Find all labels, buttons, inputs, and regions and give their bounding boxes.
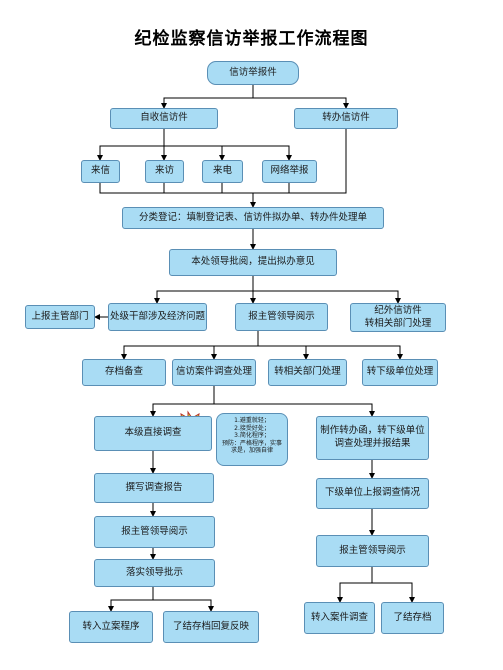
implement-node: 落实领导批示: [94, 559, 215, 587]
archive-node: 存档备查: [82, 359, 166, 386]
report-superior-node: 上报主管部门: [25, 305, 95, 329]
letter-node: 来信: [81, 160, 120, 183]
report-leader-3-node: 报主管领导阅示: [316, 535, 429, 567]
transfer-letter-node: 制作转办函，转下级单位调查处理并报结果: [316, 416, 429, 460]
to-dept-node: 转相关部门处理: [268, 359, 347, 386]
to-case-node: 转入立案程序: [69, 611, 153, 643]
write-report-node: 撰写调查报告: [94, 473, 214, 503]
report-leader-node: 报主管领导阅示: [235, 303, 328, 331]
call-node: 来电: [202, 160, 243, 183]
lower-report-node: 下级单位上报调查情况: [316, 478, 429, 509]
online-report-node: 网络举报: [262, 160, 317, 183]
to-case-investigation-node: 转入案件调查: [304, 602, 375, 634]
outside-scope-node: 纪外信访件 转相关部门处理: [350, 303, 446, 332]
close-archive-node: 了结存档: [381, 602, 444, 634]
investigate-node: 信访案件调查处理: [172, 359, 256, 386]
visit-node: 来访: [145, 160, 184, 183]
page-title: 纪检监察信访举报工作流程图: [134, 29, 369, 49]
report-leader-2-node: 报主管领导阅示: [94, 516, 215, 548]
to-lower-node: 转下级单位处理: [362, 359, 438, 386]
direct-investigation-node: 本级直接调查: [94, 416, 212, 451]
close-reply-node: 了结存档回复反映: [163, 611, 259, 643]
risk-note: 1.避重就轻； 2.接受好处； 3.简化程序； 预防：严格程序，实事求是，加强自…: [216, 413, 288, 466]
cadre-issue-node: 处级干部涉及经济问题: [108, 303, 207, 331]
self-received-node: 自收信访件: [110, 108, 218, 129]
review-node: 本处领导批阅，提出拟办意见: [169, 249, 337, 276]
register-node: 分类登记：填制登记表、信访件拟办单、转办件处理单: [122, 207, 384, 229]
root-node: 信访举报件: [207, 61, 299, 85]
transferred-node: 转办信访件: [294, 108, 398, 129]
